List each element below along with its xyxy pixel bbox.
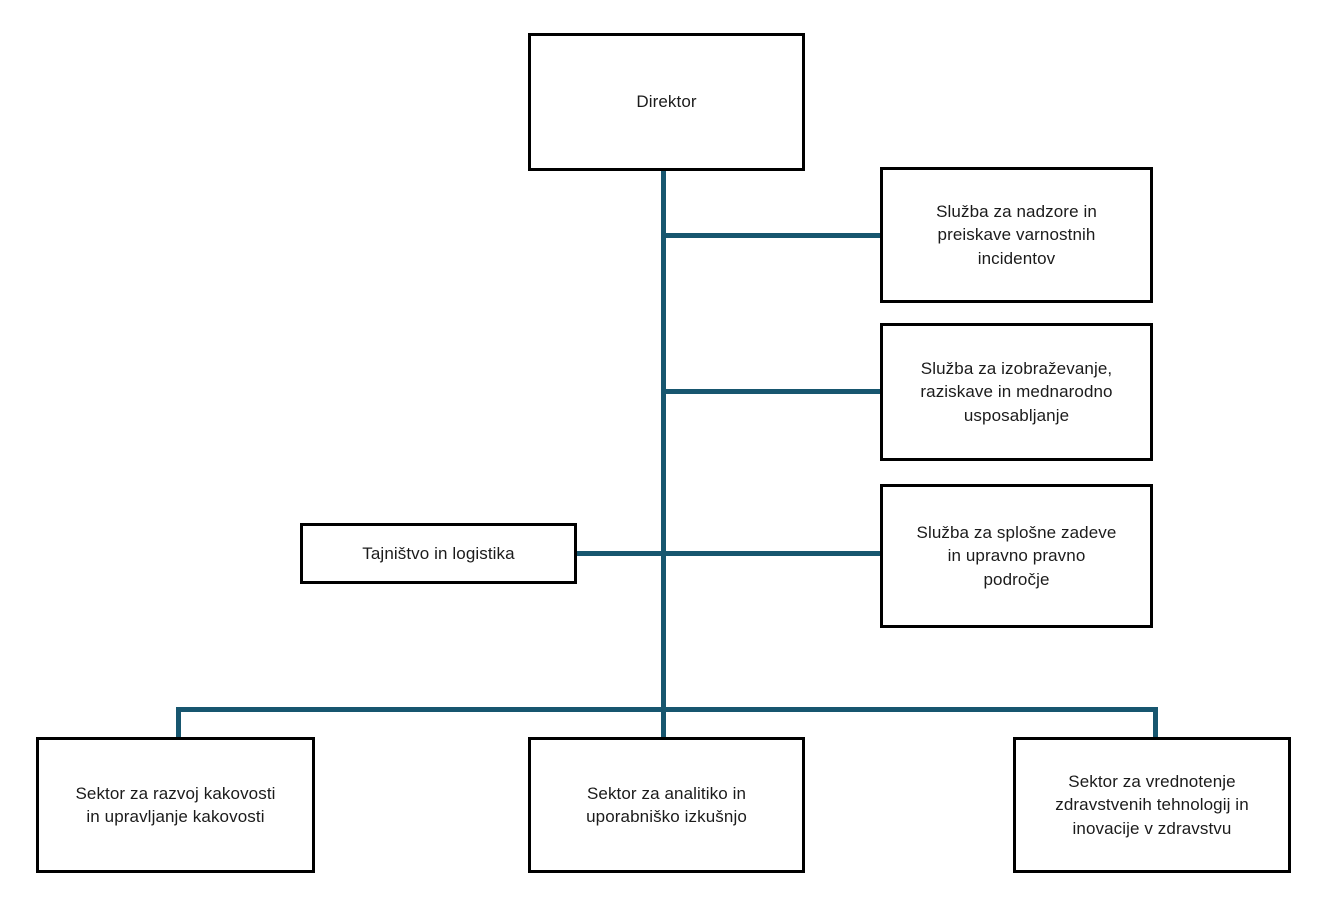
org-node-sektor-za-razvoj-kakovosti[interactable]: Sektor za razvoj kakovosti in upravljanj… [36,737,315,873]
org-node-label: Služba za splošne zadeve in upravno prav… [916,522,1117,589]
org-node-sluzba-za-izobrazevanje[interactable]: Služba za izobraževanje, raziskave in me… [880,323,1153,461]
org-node-label: Služba za izobraževanje, raziskave in me… [920,358,1113,425]
org-node-direktor[interactable]: Direktor [528,33,805,171]
org-node-label: Služba za nadzore in preiskave varnostni… [936,201,1097,268]
org-node-sektor-za-vrednotenje[interactable]: Sektor za vrednotenje zdravstvenih tehno… [1013,737,1291,873]
org-node-label: Sektor za analitiko in uporabniško izkuš… [586,783,747,826]
connector-drop-to-kakovost [176,707,181,740]
org-node-label: Direktor [636,92,697,112]
connector-direktor-to-nadzori [661,233,883,238]
connector-bottom-bus [176,707,1158,712]
org-node-sektor-za-analitiko[interactable]: Sektor za analitiko in uporabniško izkuš… [528,737,805,873]
org-node-label: Sektor za razvoj kakovosti in upravljanj… [75,783,276,826]
org-node-label: Sektor za vrednotenje zdravstvenih tehno… [1055,771,1249,838]
connector-direktor-to-izobrazevanje [661,389,883,394]
org-node-sluzba-za-splosne-zadeve[interactable]: Služba za splošne zadeve in upravno prav… [880,484,1153,628]
connector-tajnistvo-to-splosne [575,551,883,556]
connector-vertical-spine [661,168,666,740]
org-node-label: Tajništvo in logistika [362,543,515,563]
org-node-sluzba-za-nadzore[interactable]: Služba za nadzore in preiskave varnostni… [880,167,1153,303]
org-node-tajnistvo-in-logistika[interactable]: Tajništvo in logistika [300,523,577,584]
connector-drop-to-vrednotenje [1153,707,1158,740]
